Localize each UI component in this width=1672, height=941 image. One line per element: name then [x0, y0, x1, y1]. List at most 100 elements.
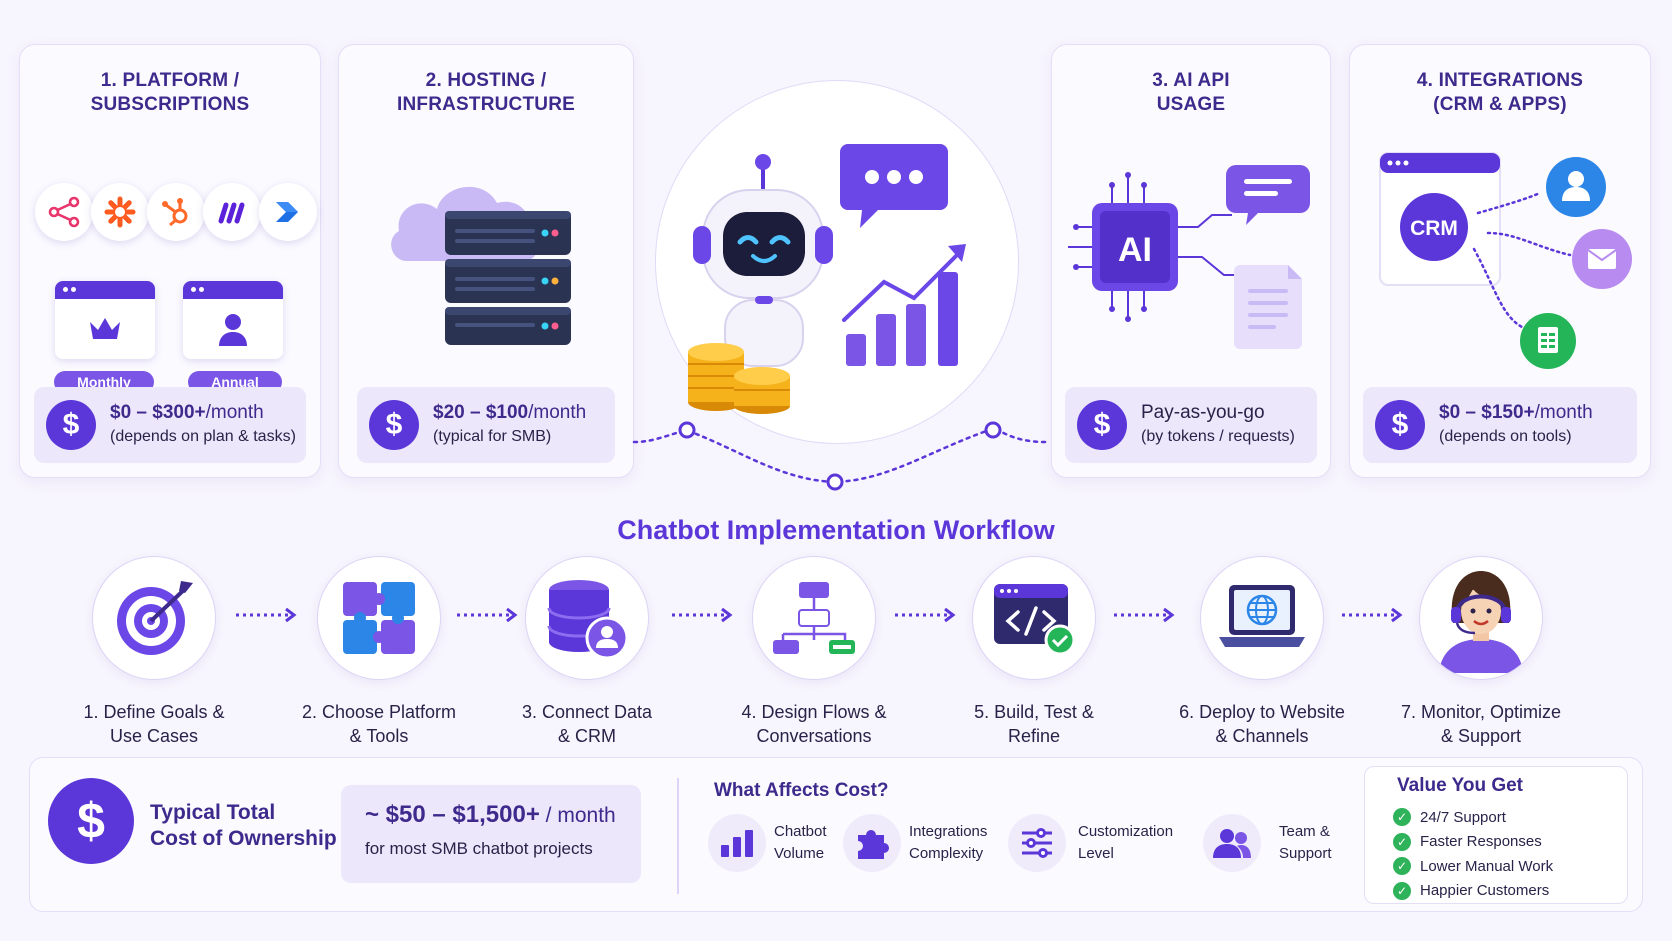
step-label: 7. Monitor, Optimize & Support: [1400, 702, 1562, 746]
card-title: 2. HOSTING / INFRASTRUCTURE: [396, 70, 575, 115]
monthly-plan-window: [55, 281, 155, 359]
value-item: ✓Faster Responses: [1393, 830, 1553, 855]
check-icon: ✓: [1393, 832, 1411, 851]
crown-icon: [90, 318, 120, 339]
cost-summary-panel: $ Typical Total Cost of Ownership ~ $50 …: [29, 757, 1643, 912]
factor-label: Customization Level: [1078, 823, 1174, 862]
growth-chart-icon: [842, 244, 966, 366]
check-icon: ✓: [1393, 881, 1411, 900]
value-box: Value You Get ✓24/7 Support ✓Faster Resp…: [1364, 766, 1628, 904]
card-title: 4. INTEGRATIONS (CRM & APPS): [1416, 70, 1584, 115]
price-unit: /month: [1534, 402, 1593, 423]
card-title: 3. AI API USAGE: [1152, 70, 1230, 115]
card-title: 1. PLATFORM / SUBSCRIPTIONS: [90, 70, 250, 115]
step-label: 4. Design Flows & Conversations: [741, 702, 887, 746]
workflow-title: Chatbot Implementation Workflow: [617, 515, 1055, 545]
user-icon: [219, 314, 247, 346]
flowchart-icon: [773, 582, 855, 654]
factor-label: Integrations Complexity: [909, 823, 988, 862]
affects-title: What Affects Cost?: [714, 780, 889, 801]
value-item: ✓Lower Manual Work: [1393, 854, 1553, 879]
make-icon: [203, 183, 261, 241]
power-automate-icon: [259, 183, 317, 241]
arrow-icon: [672, 607, 733, 623]
arrow-icon: [895, 607, 956, 623]
code-window-icon: [994, 584, 1076, 656]
share-nodes-icon: [35, 183, 93, 241]
price-note: (depends on tools): [1439, 428, 1572, 445]
dollar-icon: $: [1077, 400, 1127, 450]
tco-note: for most SMB chatbot projects: [365, 839, 593, 858]
crm-network-icon: CRM: [1379, 152, 1632, 369]
step-label: 2. Choose Platform & Tools: [301, 702, 457, 746]
price-note: (by tokens / requests): [1141, 428, 1295, 445]
crm-label: CRM: [1410, 217, 1458, 240]
center-connector-lines: [632, 421, 1048, 491]
tco-box: ~ $50 – $1,500+ / month for most SMB cha…: [341, 785, 641, 883]
factor-label: Chatbot Volume: [774, 823, 827, 862]
price-box: $ $20 – $100/month (typical for SMB): [357, 387, 615, 463]
dollar-icon: $: [46, 400, 96, 450]
price-unit: /month: [205, 402, 264, 423]
team-icon: [1213, 829, 1251, 858]
tco-unit: / month: [539, 804, 616, 827]
value-list: ✓24/7 Support ✓Faster Responses ✓Lower M…: [1393, 805, 1553, 903]
workflow-step-monitor: 7. Monitor, Optimize & Support: [1381, 556, 1581, 748]
workflow-step-define-goals: 1. Define Goals & Use Cases: [54, 556, 254, 748]
divider: [677, 778, 679, 894]
factor-label: Team & Support: [1279, 823, 1332, 862]
step-label: 1. Define Goals & Use Cases: [83, 702, 225, 746]
arrow-icon: [1342, 607, 1403, 623]
price-value: $0 – $300+: [110, 402, 206, 423]
price-box: $ $0 – $150+/month (depends on tools): [1363, 387, 1637, 463]
annual-plan-window: [183, 281, 283, 359]
chat-bubble-icon: [840, 144, 948, 228]
price-value: $0 – $150+: [1439, 402, 1535, 423]
database-icon: [547, 580, 629, 660]
laptop-globe-icon: [1219, 585, 1305, 647]
value-item: ✓24/7 Support: [1393, 805, 1553, 830]
robot-icon: [693, 154, 833, 367]
price-value: Pay-as-you-go: [1141, 402, 1265, 423]
value-title: Value You Get: [1397, 775, 1524, 796]
integrations-card: 4. INTEGRATIONS (CRM & APPS) CRM $ $0 – …: [1349, 44, 1651, 478]
hosting-card: 2. HOSTING / INFRASTRUCTURE $ $20 – $100…: [338, 44, 634, 478]
factor-integrations: Integrations Complexity: [843, 814, 987, 872]
platform-card: 1. PLATFORM / SUBSCRIPTIONS Monthly Annu…: [19, 44, 321, 478]
arrow-icon: [236, 607, 297, 623]
dollar-icon: $: [1375, 400, 1425, 450]
price-unit: /month: [528, 402, 587, 423]
dollar-icon: $: [369, 400, 419, 450]
target-icon: [117, 581, 193, 655]
zapier-asterisk-icon: [91, 183, 149, 241]
support-agent-icon: [1439, 571, 1523, 673]
check-icon: ✓: [1393, 808, 1411, 827]
step-label: 5. Build, Test & Refine: [974, 702, 1094, 746]
price-box: $ Pay-as-you-go (by tokens / requests): [1065, 387, 1317, 463]
workflow-step-choose-platform: 2. Choose Platform & Tools: [279, 556, 479, 748]
factor-team-support: Team & Support: [1203, 814, 1332, 872]
tco-value: ~ $50 – $1,500+: [365, 801, 540, 828]
cloud-server-icon: [391, 186, 571, 345]
arrow-icon: [457, 607, 518, 623]
factor-chatbot-volume: Chatbot Volume: [708, 814, 827, 872]
price-note: (typical for SMB): [433, 428, 552, 445]
arrow-icon: [1114, 607, 1175, 623]
check-icon: ✓: [1393, 857, 1411, 876]
workflow-step-connect-data: 3. Connect Data & CRM: [487, 556, 687, 748]
value-item: ✓Happier Customers: [1393, 879, 1553, 904]
price-value: $20 – $100: [433, 402, 529, 423]
puzzle-piece-icon: [858, 830, 890, 859]
coins-icon: [688, 343, 790, 414]
ai-chip-icon: AI: [1068, 165, 1310, 349]
step-label: 6. Deploy to Website & Channels: [1179, 702, 1345, 746]
workflow-step-build-test: 5. Build, Test & Refine: [934, 556, 1134, 748]
workflow-step-deploy: 6. Deploy to Website & Channels: [1162, 556, 1362, 748]
price-note: (depends on plan & tasks): [110, 428, 296, 445]
workflow-step-design-flows: 4. Design Flows & Conversations: [714, 556, 914, 748]
factor-customization: Customization Level: [1008, 814, 1173, 872]
ai-chip-label: AI: [1118, 231, 1152, 269]
bar-chart-icon: [721, 830, 753, 857]
sliders-icon: [1022, 828, 1052, 858]
puzzle-icon: [343, 582, 415, 654]
